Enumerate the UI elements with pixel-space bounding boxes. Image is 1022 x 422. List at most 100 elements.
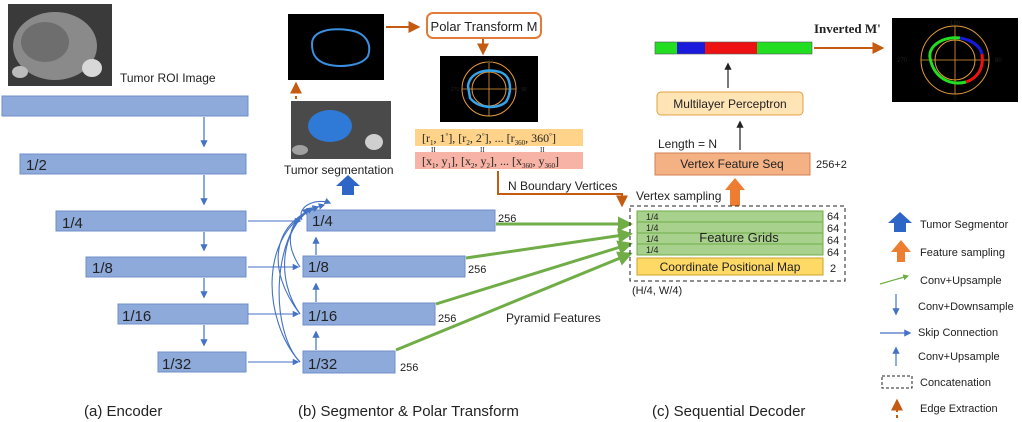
encoder-label-1-8: 1/8 bbox=[92, 260, 113, 277]
equals-mark-1: II bbox=[431, 146, 436, 154]
blue-up-arrow-icon bbox=[888, 212, 912, 232]
polar-tick-90: 90 bbox=[521, 87, 527, 93]
grid-row-4-label: 1/4 bbox=[646, 245, 659, 255]
tumor-roi-image bbox=[8, 4, 112, 86]
encoder-block-1-2 bbox=[19, 153, 247, 175]
inv-tick-270: 270 bbox=[897, 58, 908, 64]
encoder-block-1-4 bbox=[55, 210, 247, 232]
legend-label-8: Edge Extraction bbox=[920, 403, 998, 415]
polar-row-1: [r1, 1°], [r2, 2°], ... [r360, 360°] bbox=[422, 131, 556, 147]
encoder-label-1-16: 1/16 bbox=[122, 308, 151, 325]
grid-row-4 bbox=[636, 243, 824, 256]
skip-connections bbox=[248, 197, 332, 366]
legend-label-6: Conv+Upsample bbox=[918, 351, 1000, 363]
seg-dim-1-4: 256 bbox=[498, 213, 516, 225]
segmentor-section: Tumor segmentation Polar Transform M 180… bbox=[248, 12, 628, 420]
grid-dim-1: 64 bbox=[827, 211, 839, 223]
legend-label-5: Skip Connection bbox=[918, 327, 998, 339]
size-label: (H/4, W/4) bbox=[632, 285, 682, 297]
grid-title: Feature Grids bbox=[699, 230, 779, 245]
length-label: Length = N bbox=[658, 137, 717, 151]
coord-map-box bbox=[636, 257, 824, 276]
pyramid-feature-arrows bbox=[395, 216, 633, 352]
contour-image bbox=[288, 14, 384, 80]
decoder-caption: (c) Sequential Decoder bbox=[652, 403, 805, 420]
inv-tick-0: 0 bbox=[953, 96, 957, 102]
legend-label-2: Feature sampling bbox=[920, 247, 1005, 259]
encoder-block-1-8 bbox=[85, 256, 247, 278]
seg-label-1-8: 1/8 bbox=[308, 259, 329, 276]
pyramid-label: Pyramid Features bbox=[506, 311, 601, 325]
inverted-output-image: 180 270 90 0 bbox=[892, 18, 1018, 102]
legend: Tumor Segmentor Feature sampling Conv+Up… bbox=[879, 212, 1014, 418]
inverted-label: Inverted M' bbox=[814, 21, 881, 36]
polar-tick-180: 180 bbox=[485, 59, 494, 65]
output-color-bar bbox=[654, 41, 813, 55]
equals-mark-2: II bbox=[480, 146, 485, 154]
grid-dim-2: 64 bbox=[827, 223, 839, 235]
equals-mark-3: II bbox=[540, 146, 545, 154]
boundary-label: N Boundary Vertices bbox=[508, 179, 617, 193]
grid-row-2-label: 1/4 bbox=[646, 223, 659, 233]
seg-dim-1-32: 256 bbox=[400, 362, 418, 374]
seg-label: Tumor segmentation bbox=[284, 163, 394, 177]
vertex-sampling-label: Vertex sampling bbox=[636, 189, 721, 203]
mlp-box bbox=[656, 91, 804, 116]
bar-seg-3 bbox=[705, 42, 757, 54]
grid-row-3-label: 1/4 bbox=[646, 234, 659, 244]
coord-map-label: Coordinate Positional Map bbox=[660, 260, 801, 274]
boundary-vertices-arrow bbox=[497, 171, 628, 208]
legend-label-3: Conv+Upsample bbox=[920, 275, 1002, 287]
seg-label-1-16: 1/16 bbox=[308, 308, 337, 325]
grid-row-1-label: 1/4 bbox=[646, 212, 659, 222]
seq-dim: 256+2 bbox=[816, 159, 847, 171]
concatenation-box bbox=[629, 205, 846, 282]
encoder-section: Tumor ROI Image 1/2 1/4 1/8 1/16 1/32 (a… bbox=[1, 4, 249, 420]
grid-row-1 bbox=[636, 210, 824, 223]
seg-block-1-16 bbox=[302, 302, 436, 326]
inv-tick-90: 90 bbox=[995, 58, 1002, 64]
mlp-label: Multilayer Perceptron bbox=[673, 97, 786, 111]
legend-label-4: Conv+Downsample bbox=[918, 301, 1014, 313]
seg-dim-1-8: 256 bbox=[468, 264, 486, 276]
encoder-label-1-32: 1/32 bbox=[162, 356, 191, 373]
roi-label: Tumor ROI Image bbox=[120, 71, 216, 85]
seg-dim-1-16: 256 bbox=[438, 313, 456, 325]
tumor-segmentor-arrow bbox=[336, 175, 360, 195]
polar-transform-box bbox=[426, 12, 542, 39]
polar-coords-box-2 bbox=[415, 152, 583, 169]
encoder-block-1-32 bbox=[157, 351, 247, 373]
orange-up-arrow-icon bbox=[891, 240, 911, 262]
legend-label-7: Concatenation bbox=[920, 377, 991, 389]
segmentor-caption: (b) Segmentor & Polar Transform bbox=[298, 403, 519, 420]
bar-seg-1 bbox=[655, 42, 677, 54]
grid-dim-3: 64 bbox=[827, 235, 839, 247]
seg-block-1-8 bbox=[302, 255, 466, 278]
green-arrow-icon bbox=[879, 274, 910, 285]
encoder-label-1-2: 1/2 bbox=[26, 157, 47, 174]
seg-block-1-32 bbox=[302, 350, 396, 374]
encoder-label-1-4: 1/4 bbox=[62, 215, 83, 232]
bar-seg-4 bbox=[757, 42, 812, 54]
bar-seg-2 bbox=[677, 42, 705, 54]
polar-row-2: [x1, y1], [x2, y2], ... [x360, y360] bbox=[422, 154, 559, 170]
feature-sampling-arrow bbox=[725, 178, 745, 206]
encoder-block-input bbox=[1, 95, 249, 117]
legend-label-1: Tumor Segmentor bbox=[920, 219, 1009, 231]
polar-tick-270: 270 bbox=[451, 87, 460, 93]
inv-tick-180: 180 bbox=[950, 21, 961, 27]
polar-transform-label: Polar Transform M bbox=[431, 19, 538, 34]
seg-block-1-4 bbox=[306, 209, 496, 232]
polar-coords-box-1 bbox=[415, 129, 583, 146]
grid-dim-4: 64 bbox=[827, 247, 839, 259]
vertex-feature-seq-label: Vertex Feature Seq bbox=[680, 157, 783, 171]
coord-dim: 2 bbox=[830, 263, 836, 275]
seg-label-1-32: 1/32 bbox=[308, 356, 337, 373]
decoder-section: Inverted M' 180 270 90 0 Multilayer Perc… bbox=[629, 18, 1018, 420]
dashed-box-icon bbox=[881, 375, 913, 389]
encoder-caption: (a) Encoder bbox=[84, 403, 162, 420]
polar-plot: 180 270 90 bbox=[440, 56, 538, 122]
seg-label-1-4: 1/4 bbox=[312, 213, 333, 230]
vertex-feature-seq-box bbox=[654, 152, 811, 176]
